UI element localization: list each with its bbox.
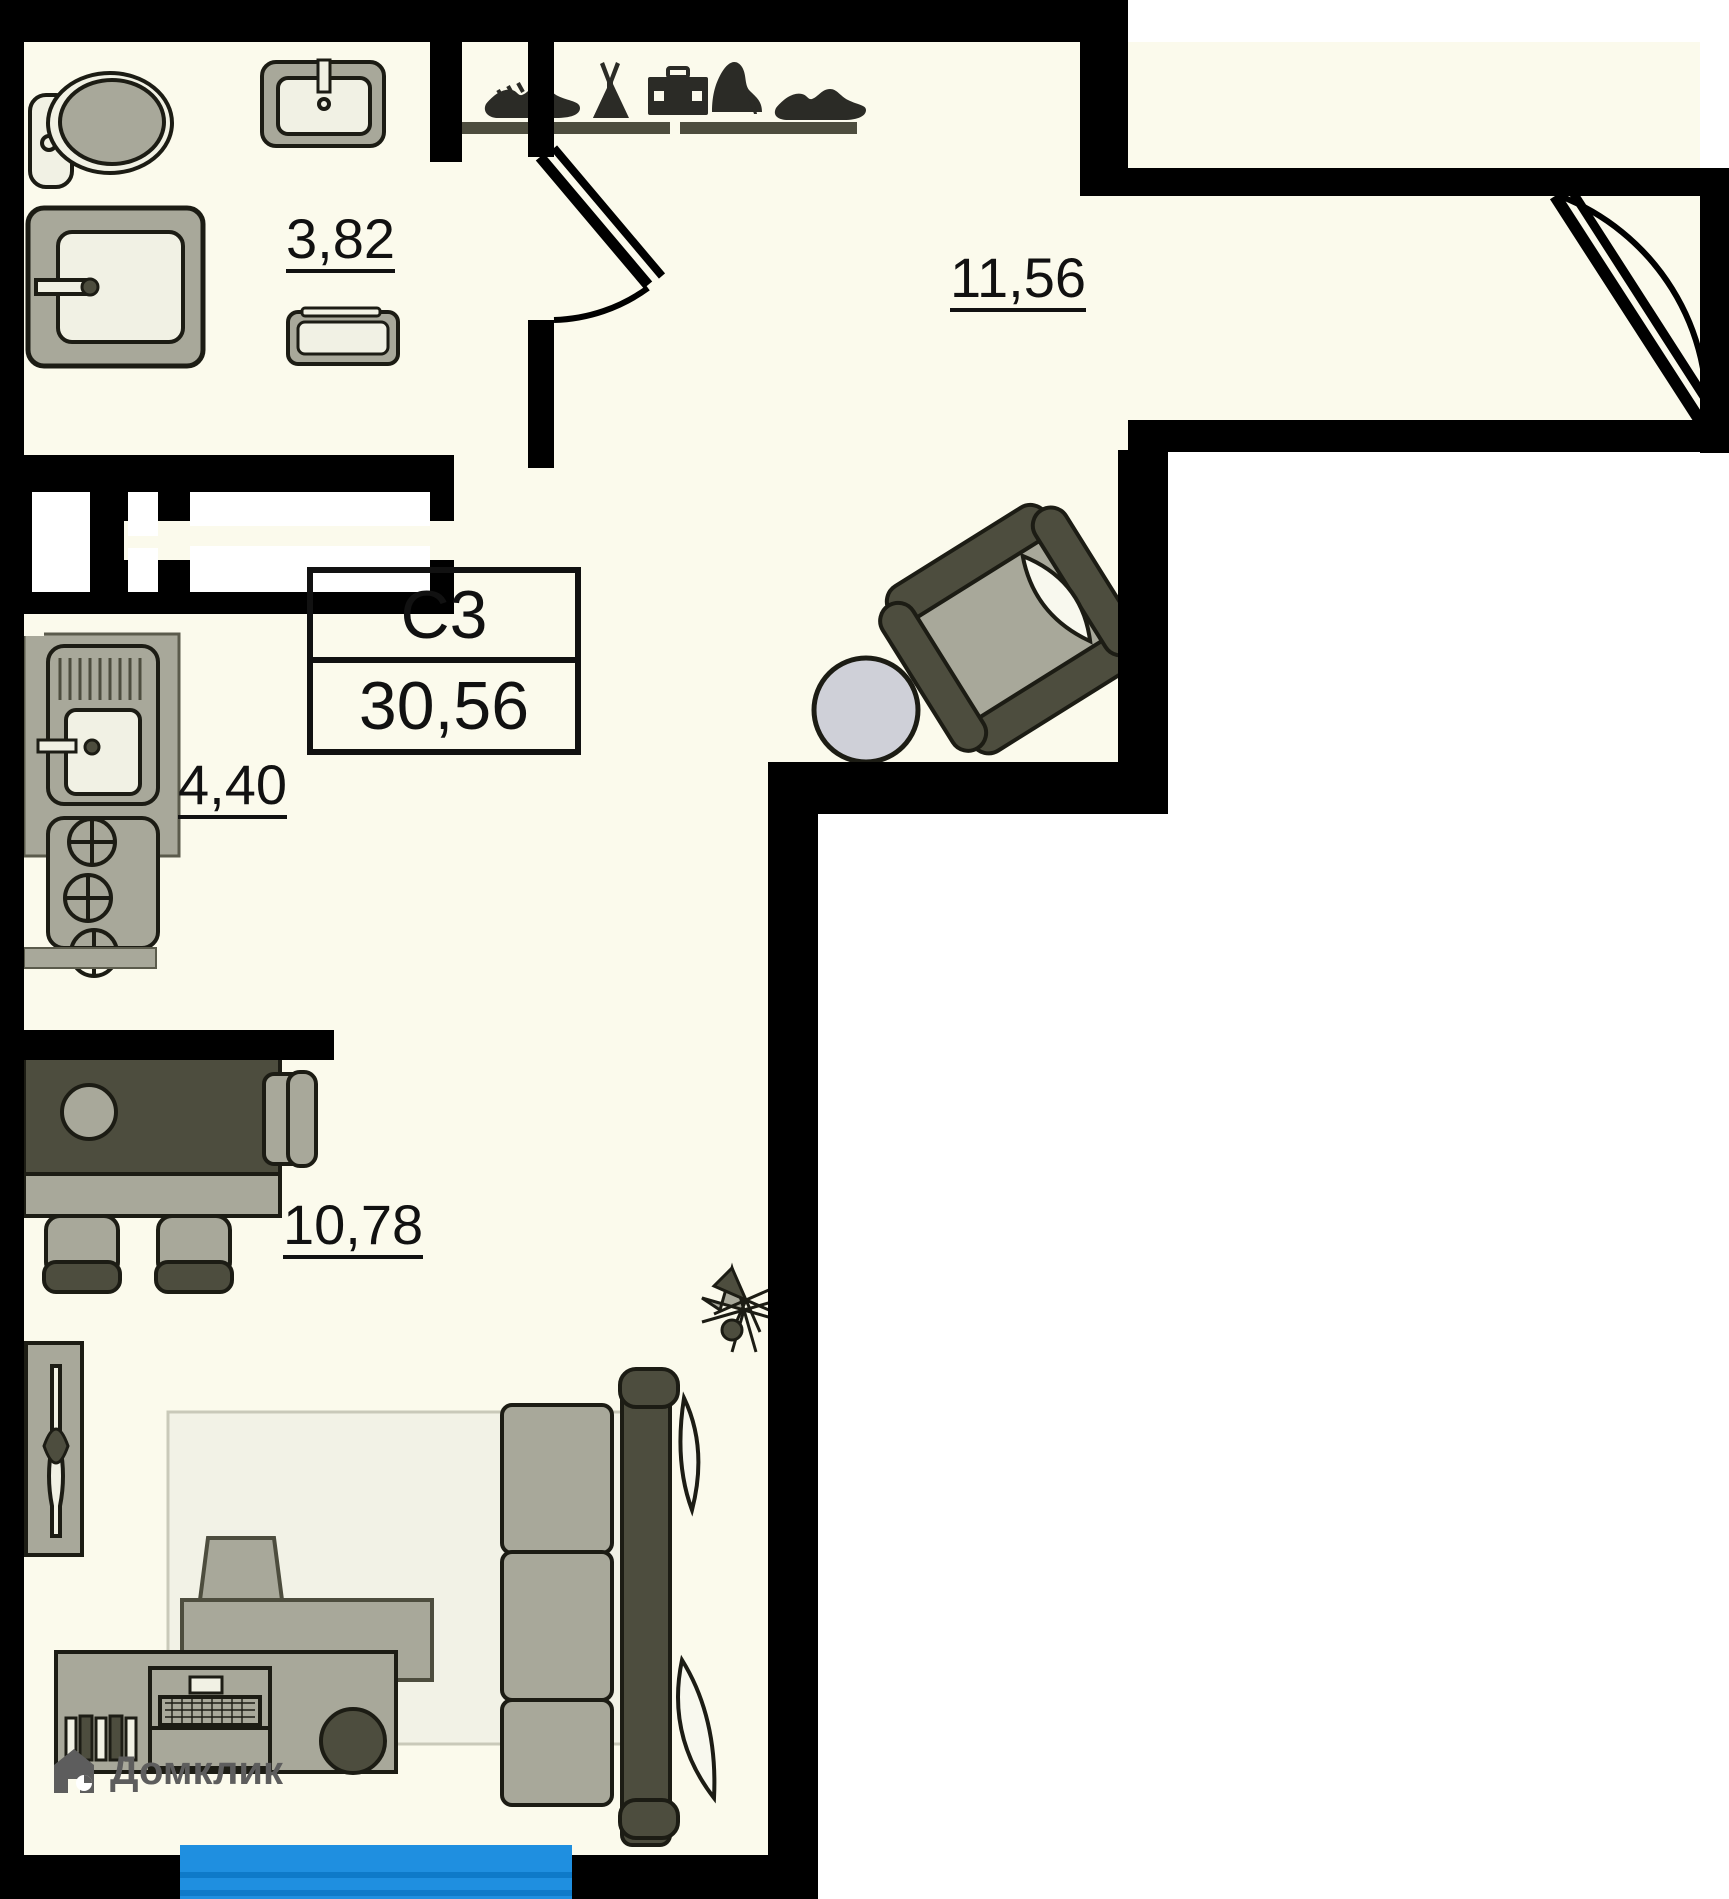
washing-machine-icon <box>286 306 400 366</box>
books-icon <box>64 1714 138 1762</box>
area-label-hallway: 11,56 <box>950 245 1086 312</box>
lamp-icon <box>319 1707 387 1775</box>
washbasin-icon <box>260 58 386 148</box>
armchair-icon <box>878 502 1141 756</box>
side-table-icon <box>811 655 921 765</box>
area-value-bathroom: 3,82 <box>286 211 395 273</box>
apartment-tag-box: C3 30,56 <box>307 567 581 755</box>
briefcase-icon <box>648 66 708 115</box>
dress-icon <box>593 62 629 118</box>
desk-console <box>54 1536 434 1775</box>
shoe-icon <box>774 89 866 120</box>
wardrobe-closet <box>462 50 866 134</box>
area-label-kitchen: 4,40 <box>178 752 287 819</box>
area-value-hallway: 11,56 <box>950 250 1086 312</box>
domclick-logo-icon <box>54 1749 94 1793</box>
area-label-living: 10,78 <box>283 1192 424 1259</box>
chair-icon <box>42 1214 122 1294</box>
kitchen-unit <box>22 620 181 978</box>
bathroom-door <box>535 145 666 323</box>
area-value-living: 10,78 <box>283 1197 424 1259</box>
apartment-total-area: 30,56 <box>313 657 575 749</box>
shower-tray-icon <box>25 205 206 369</box>
sofa <box>500 1367 717 1847</box>
area-value-kitchen: 4,40 <box>178 757 287 819</box>
watermark: Домклик <box>48 1745 283 1797</box>
kitchen-sink-icon <box>36 644 160 806</box>
high-heel-icon <box>712 61 762 114</box>
watermark-brand: Домклик <box>110 1748 284 1793</box>
keyboard-icon <box>158 1695 262 1727</box>
toilet-icon <box>28 71 174 189</box>
mirror-wardrobe <box>24 1341 84 1557</box>
entry-door <box>1549 185 1723 434</box>
chair-icon <box>262 1070 318 1168</box>
armchair-and-side-table <box>811 502 1141 765</box>
apartment-type: C3 <box>400 577 488 653</box>
plant-icon <box>701 1262 787 1353</box>
pillow-icon <box>678 1391 701 1517</box>
window-balcony <box>180 1845 572 1899</box>
area-label-bathroom: 3,82 <box>286 206 395 273</box>
dining-set <box>22 1054 318 1294</box>
doors <box>535 145 1723 434</box>
chair-icon <box>154 1214 234 1294</box>
pillow-icon <box>676 1654 717 1804</box>
bathroom-fixtures <box>25 58 400 369</box>
